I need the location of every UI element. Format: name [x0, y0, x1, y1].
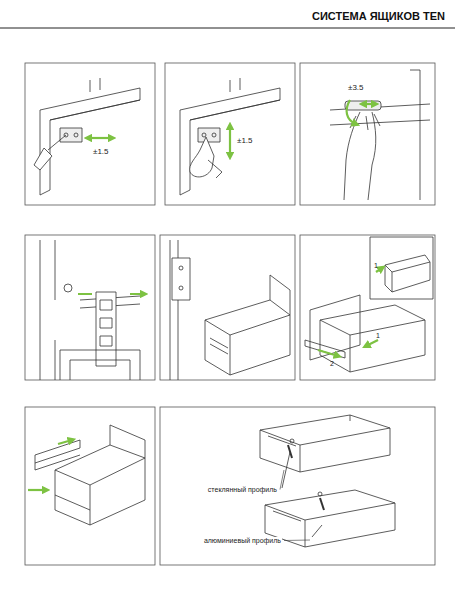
callout-number: 1 — [374, 262, 378, 269]
page-title: СИСТЕМА ЯЩИКОВ TEN — [312, 11, 445, 22]
profile-label: стеклянный профиль — [207, 486, 278, 493]
callout-number: 2 — [330, 360, 334, 367]
dimension-label: ±1.5 — [92, 148, 110, 156]
title-rule — [0, 28, 455, 29]
panel-frames — [25, 63, 435, 565]
dimension-label: ±3.5 — [347, 84, 365, 92]
leader-line — [284, 540, 310, 542]
leader-line — [280, 470, 284, 490]
motion-arrows — [28, 100, 382, 490]
callout-number: 1 — [376, 332, 380, 339]
profile-label: алюминиевый профиль — [203, 537, 282, 544]
drawings — [34, 70, 433, 547]
dimension-label: ±1.5 — [236, 137, 254, 145]
